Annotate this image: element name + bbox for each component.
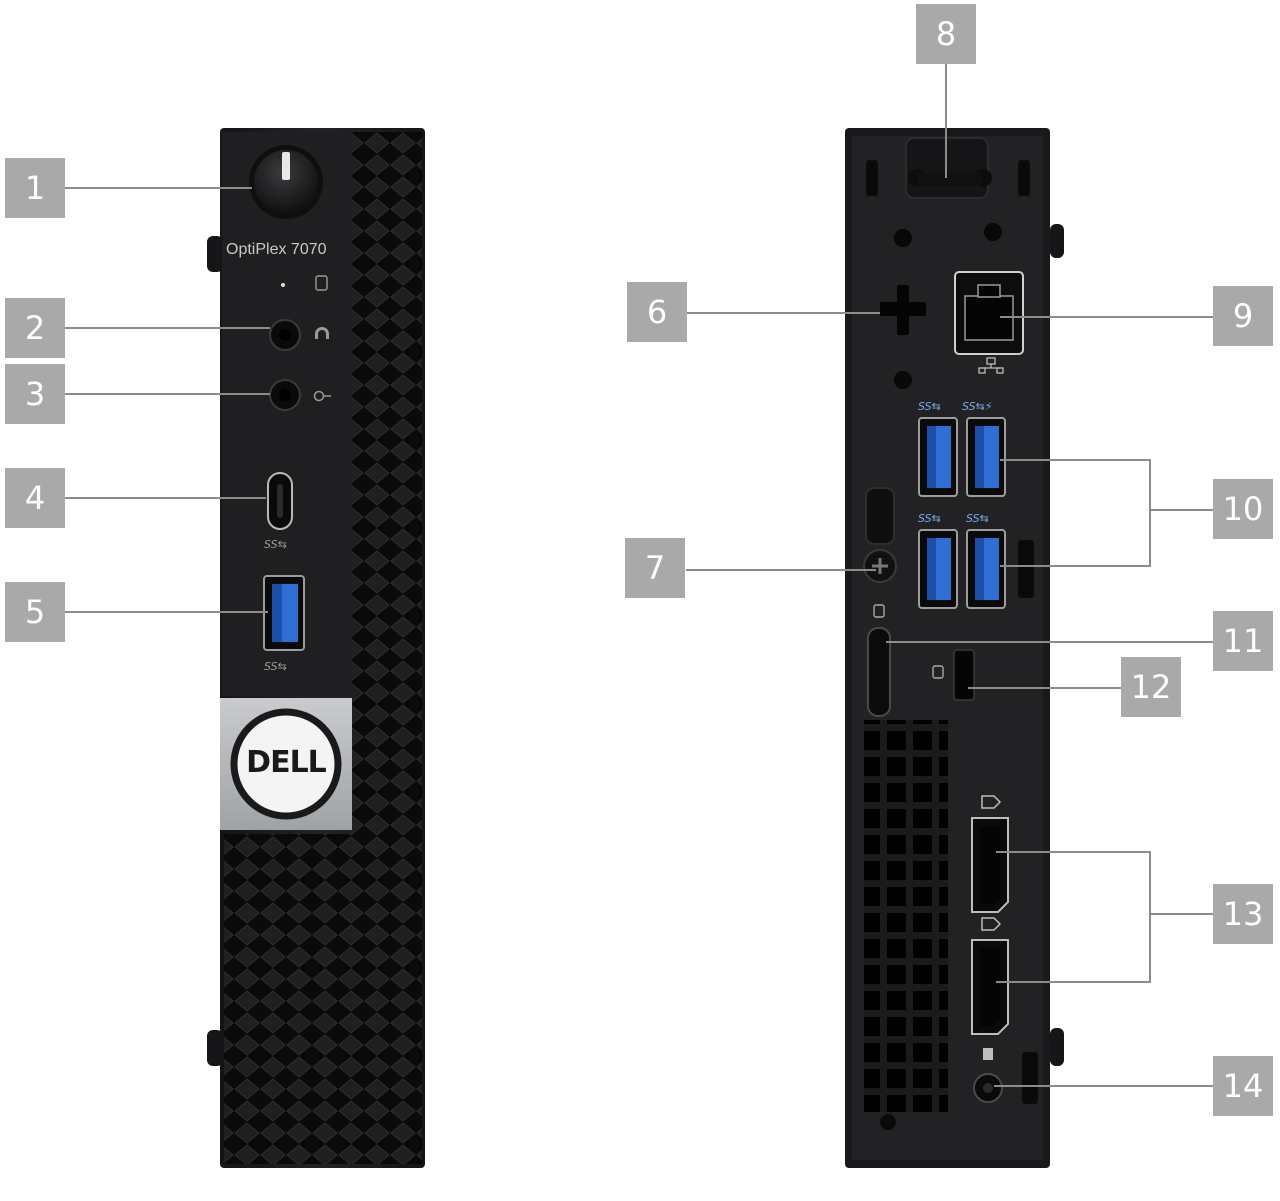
usb-c-port bbox=[267, 472, 293, 530]
callout-12: 12 bbox=[1121, 657, 1181, 717]
callout-14: 14 bbox=[1213, 1056, 1273, 1116]
rear-usb-label-1: SS⇆ bbox=[918, 400, 941, 413]
callout-4: 4 bbox=[5, 468, 65, 528]
callout-8: 8 bbox=[916, 4, 976, 64]
usb-a-superspeed-label: SS⇆ bbox=[264, 660, 287, 673]
rear-usb-label-4: SS⇆ bbox=[966, 512, 989, 525]
rear-usb-label-2: SS⇆⚡ bbox=[962, 400, 993, 413]
rear-vent bbox=[864, 720, 948, 1112]
dell-logo bbox=[230, 708, 342, 820]
rear-chassis: SS⇆ SS⇆⚡ SS⇆ SS⇆ bbox=[845, 128, 1064, 1168]
usb-a-port-front bbox=[263, 575, 305, 651]
callout-1: 1 bbox=[5, 158, 65, 218]
dell-logo-text: DELL bbox=[246, 745, 327, 780]
front-chassis bbox=[207, 128, 425, 1168]
ethernet-port bbox=[954, 271, 1024, 355]
callout-3: 3 bbox=[5, 364, 65, 424]
displayport-ports bbox=[971, 795, 1009, 1035]
rear-usb-ports bbox=[918, 417, 1006, 609]
power-connector bbox=[973, 1048, 1003, 1103]
leader-lines bbox=[64, 64, 1214, 1087]
antenna-knockout-plus bbox=[880, 285, 926, 335]
padlock-ring bbox=[867, 604, 891, 717]
callout-9: 9 bbox=[1213, 286, 1273, 346]
usb-c-superspeed-label: SS⇆ bbox=[264, 538, 287, 551]
front-lower-grille bbox=[224, 834, 422, 1164]
rear-usb-label-3: SS⇆ bbox=[918, 512, 941, 525]
callout-7: 7 bbox=[625, 538, 685, 598]
callout-5: 5 bbox=[5, 582, 65, 642]
callout-11: 11 bbox=[1213, 611, 1273, 671]
callout-2: 2 bbox=[5, 298, 65, 358]
front-model-label: OptiPlex 7070 bbox=[226, 241, 327, 258]
line-out-jack bbox=[269, 379, 331, 411]
headset-jack bbox=[269, 319, 329, 351]
thumbscrew bbox=[863, 487, 897, 583]
callout-6: 6 bbox=[627, 282, 687, 342]
power-button bbox=[249, 145, 323, 219]
callout-13: 13 bbox=[1213, 884, 1273, 944]
front-mesh-grille bbox=[352, 132, 422, 834]
callout-10: 10 bbox=[1213, 479, 1273, 539]
